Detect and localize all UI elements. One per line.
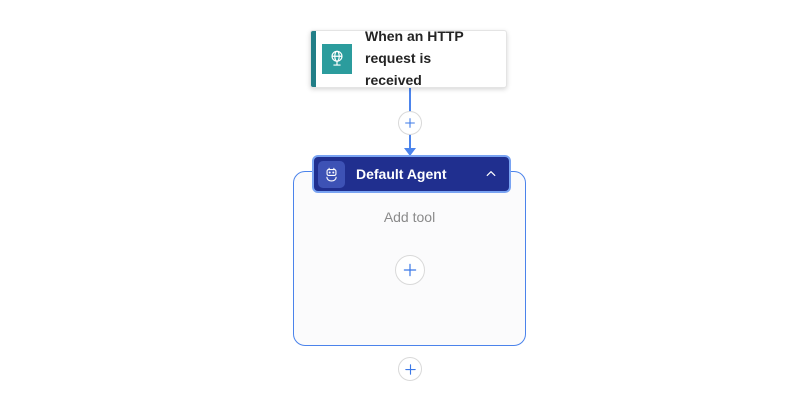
plus-icon xyxy=(403,116,417,130)
agent-scope-container: Add tool xyxy=(293,171,526,346)
agent-bot-icon xyxy=(318,160,345,188)
agent-title: Default Agent xyxy=(356,166,447,182)
trigger-card-http-request[interactable]: When an HTTP request is received xyxy=(310,28,507,88)
trigger-accent-bar xyxy=(311,31,316,87)
plus-icon xyxy=(401,261,419,279)
insert-step-button[interactable] xyxy=(398,111,422,135)
add-action-button[interactable] xyxy=(398,357,422,381)
trigger-title: When an HTTP request is received xyxy=(365,28,464,88)
globe-http-request-icon xyxy=(322,44,352,74)
plus-icon xyxy=(403,362,418,377)
chevron-up-icon[interactable] xyxy=(483,166,499,182)
add-tool-button[interactable] xyxy=(394,255,425,285)
connector-arrowhead-icon xyxy=(404,148,416,156)
add-tool-label: Add tool xyxy=(383,209,436,225)
agent-card-header[interactable]: Default Agent xyxy=(312,155,511,193)
